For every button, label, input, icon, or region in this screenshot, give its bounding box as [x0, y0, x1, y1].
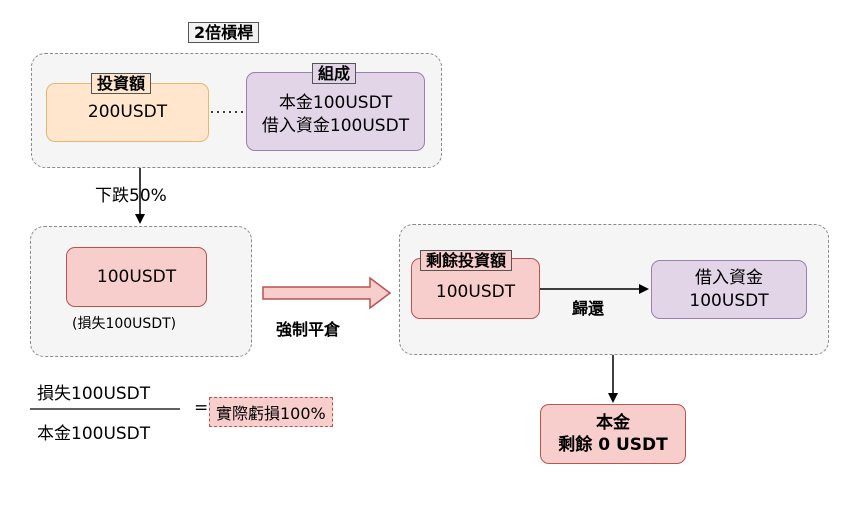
formula-numerator: 損失100USDT: [37, 384, 151, 404]
borrowed-funds-label: 借入資金: [695, 268, 763, 289]
remaining-value: 100USDT: [96, 266, 177, 287]
investment-tag: 投資額: [91, 73, 152, 94]
borrowed-line: 借入資金100USDT: [261, 115, 410, 136]
investment-value: 200USDT: [87, 102, 168, 123]
remaining-value-box: 100USDT: [66, 247, 207, 307]
remaining-investment-box: 100USDT: [411, 258, 540, 319]
principal-remaining-box: 本金 剩餘 0 USDT: [540, 404, 686, 464]
formula-result: 實際虧損100%: [209, 397, 333, 427]
formula-denominator: 本金100USDT: [37, 424, 151, 444]
remaining-investment-tag: 剩餘投資額: [420, 250, 513, 271]
drop-label: 下跌50%: [95, 181, 167, 206]
borrowed-funds-value: 100USDT: [689, 290, 769, 311]
remaining-investment-value: 100USDT: [435, 282, 516, 303]
borrowed-funds-box: 借入資金 100USDT: [651, 260, 807, 319]
principal-label: 本金: [596, 412, 630, 433]
loss-note: (損失100USDT): [72, 316, 177, 332]
liquidation-arrow: [262, 276, 392, 310]
repay-label: 歸還: [572, 299, 605, 318]
liquidation-label: 強制平倉: [276, 320, 341, 339]
composition-tag: 組成: [312, 63, 357, 84]
diagram-title: 2倍槓桿: [188, 22, 260, 43]
principal-line: 本金100USDT: [278, 93, 393, 114]
formula-equals: =: [194, 398, 209, 418]
principal-remaining: 剩餘 0 USDT: [558, 435, 668, 455]
